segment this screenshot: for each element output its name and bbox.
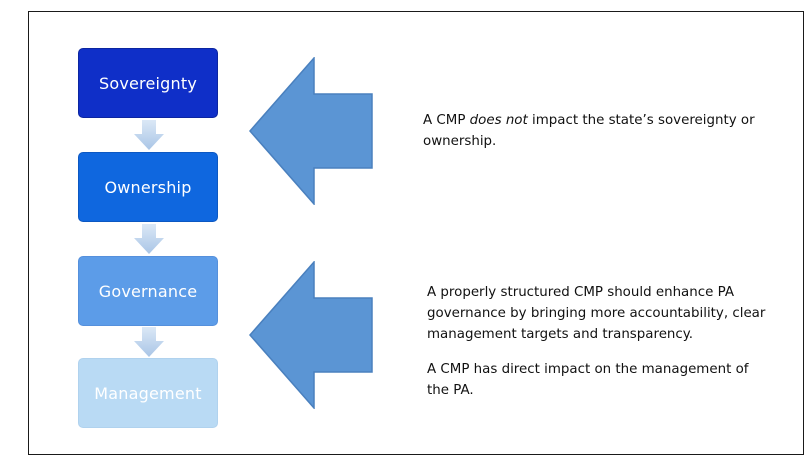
- note-management: A CMP has direct impact on the managemen…: [427, 359, 767, 401]
- step-label: Ownership: [104, 177, 192, 197]
- down-arrow-icon: [134, 120, 164, 150]
- step-label: Sovereignty: [98, 73, 197, 93]
- down-arrow-icon: [134, 224, 164, 254]
- step-label: Management: [94, 383, 202, 403]
- note-emphasis: does not: [469, 113, 528, 128]
- left-arrow-icon: [249, 261, 373, 409]
- step-ownership: Ownership: [78, 152, 218, 222]
- step-sovereignty: Sovereignty: [78, 48, 218, 118]
- note-text: A CMP: [423, 113, 470, 128]
- note-text: A CMP has direct impact on the managemen…: [427, 362, 749, 398]
- step-management: Management: [78, 358, 218, 428]
- note-governance: A properly structured CMP should enhance…: [427, 282, 777, 345]
- left-arrow-icon: [249, 57, 373, 205]
- step-governance: Governance: [78, 256, 218, 326]
- step-label: Governance: [98, 281, 198, 301]
- note-text: impact the state’s sovereignty or owners…: [423, 113, 755, 149]
- note-sovereignty-ownership: A CMP does not impact the state’s sovere…: [423, 110, 763, 152]
- down-arrow-icon: [134, 327, 164, 357]
- note-text: A properly structured CMP should enhance…: [427, 285, 766, 342]
